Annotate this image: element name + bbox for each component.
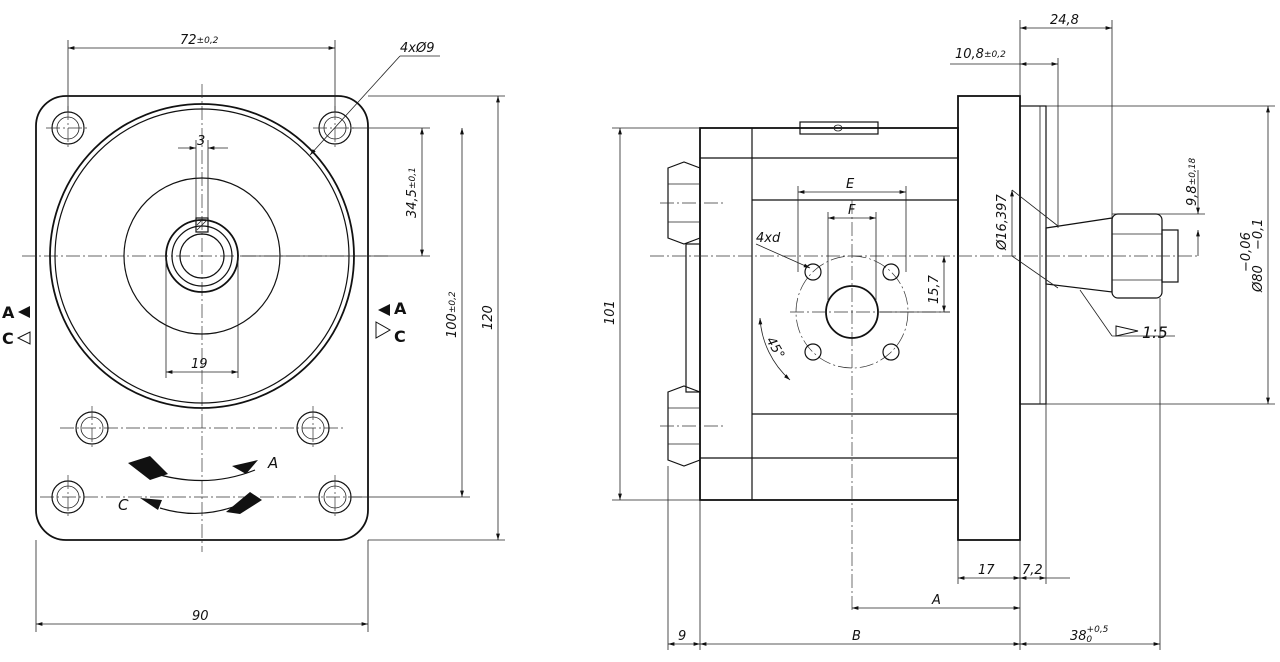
dim-120: 120 [481,305,496,330]
dim-9-8: 9,8±0,18 [1185,157,1200,206]
dim-angle: 45° [763,335,788,362]
dim-diameter-80-tol-lower: −0,1 [1251,218,1266,250]
dim-diameter-80: Ø80 [1251,265,1266,293]
port-markers-left: A C [2,303,31,348]
shaft-key [195,217,209,233]
dim-b: B [852,629,861,644]
rotation-c-label: C [118,496,129,514]
side-holes-label: 4xd [756,231,781,246]
key-width-dim: 3 [197,134,205,149]
shaft-width-dim: 19 [191,357,208,372]
port-markers-right: A C [375,299,407,346]
dim-9: 9 [678,629,686,644]
dim-15-7: 15,7 [927,274,942,304]
dim-10-8: 10,8±0,2 [955,47,1006,62]
taper-label: 1:5 [1142,323,1168,342]
side-view: E F 4xd 15,7 45° 101 24,8 10,8±0,2 Ø16,3… [603,13,1275,650]
rotation-a-label: A [267,454,278,472]
pump-body [699,127,959,501]
dim-f: F [848,203,856,218]
front-view: 3 19 72±0,2 4xØ9 [2,33,505,632]
svg-text:A: A [2,303,15,322]
dim-34-5: 34,5±0,1 [405,167,420,218]
dim-diameter-80-tol-upper: −0,06 [1239,232,1254,272]
dim-e: E [846,177,855,192]
dim-diameter-shaft: Ø16,397 [995,194,1010,251]
svg-text:C: C [394,327,406,346]
dim-101: 101 [603,300,618,325]
dim-72: 72±0,2 [180,33,219,48]
svg-text:C: C [2,329,14,348]
dim-90: 90 [192,609,209,624]
dim-7-2: 7,2 [1022,563,1043,578]
rotation-arrows: A C [118,454,278,515]
bolt-heads [660,161,725,467]
svg-text:A: A [394,299,407,318]
side-flange [957,95,1021,541]
dim-17: 17 [978,563,995,578]
front-holes [46,106,357,519]
holes-label: 4xØ9 [400,41,434,56]
dim-a: A [931,593,941,608]
dim-24-8: 24,8 [1050,13,1079,28]
dim-100: 100±0,2 [445,291,460,338]
